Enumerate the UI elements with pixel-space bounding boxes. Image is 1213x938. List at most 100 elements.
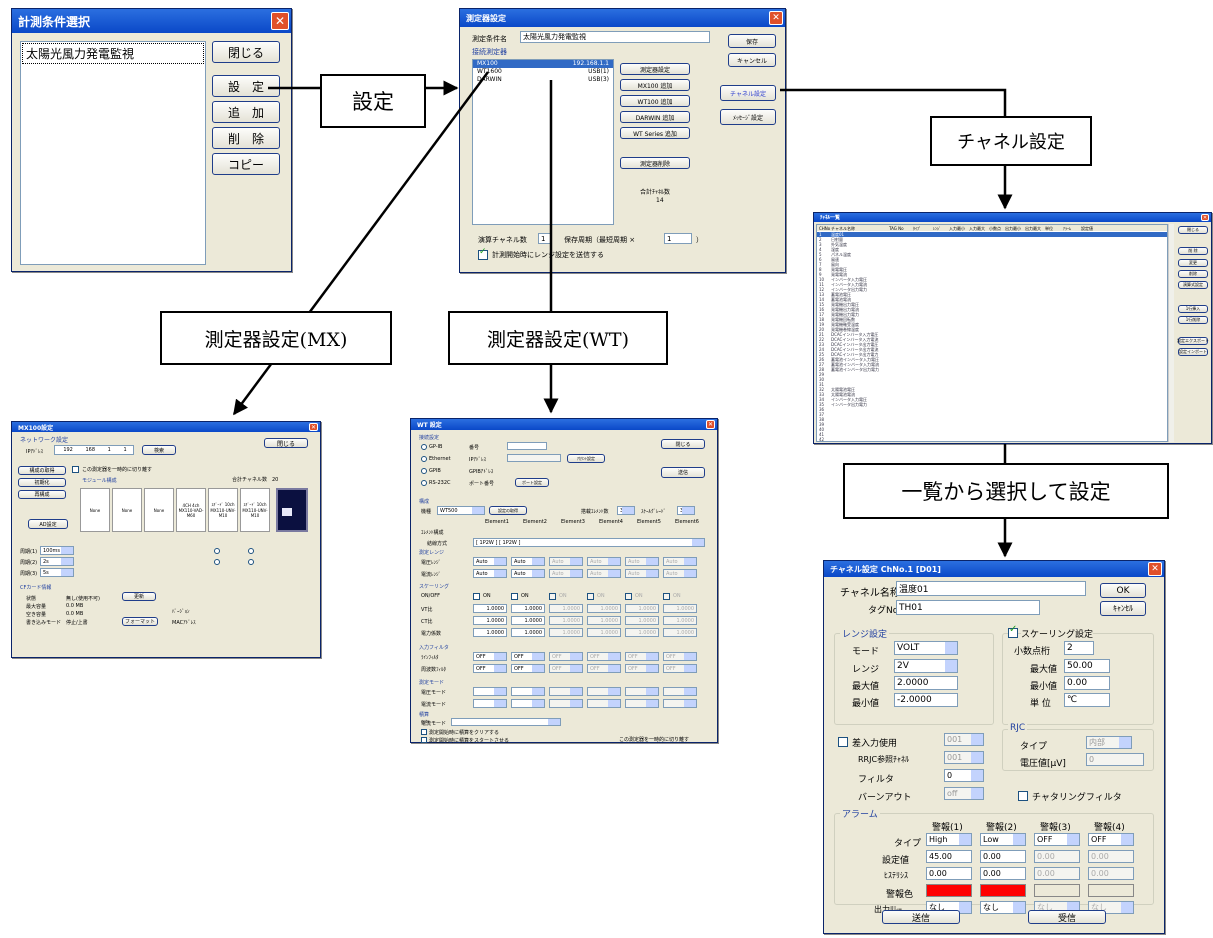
export-button[interactable]: 設定エクスポート [1177, 337, 1209, 345]
grid-select[interactable]: Auto [473, 557, 507, 566]
start-integ-checkbox[interactable] [421, 737, 427, 743]
gpib2-radio[interactable] [421, 468, 427, 474]
module-slot[interactable]: ｽｷﾞｰﾄﾞ 10ch MX110-UNV-M10 [208, 488, 238, 532]
grid-select[interactable]: OFF [587, 652, 621, 661]
rrjc-select[interactable]: 001 [944, 751, 984, 764]
alarm-color-swatch[interactable] [926, 884, 972, 897]
element-count-select[interactable]: 3 [617, 506, 635, 515]
save-button[interactable]: 保存 [728, 34, 776, 48]
rs232c-radio[interactable] [421, 480, 427, 486]
grid-select[interactable]: Auto [663, 557, 697, 566]
send-button[interactable]: 送信 [661, 467, 705, 478]
grid-select[interactable]: Auto [587, 557, 621, 566]
grid-select[interactable] [663, 687, 697, 696]
alarm-hys-field[interactable]: 0.00 [1088, 867, 1134, 880]
table-row[interactable]: 29 [817, 372, 1167, 377]
cancel-button[interactable]: キャンセル [728, 53, 776, 67]
module-radio[interactable] [214, 559, 220, 565]
alarm-set-field[interactable]: 0.00 [1034, 850, 1080, 863]
table-row[interactable]: 41 [817, 432, 1167, 437]
grid-select[interactable]: OFF [511, 664, 545, 673]
period3-select[interactable]: 5s [40, 568, 74, 577]
close-icon[interactable]: ✕ [706, 420, 715, 429]
alarm-type-select[interactable]: High [926, 833, 972, 846]
scrollbar[interactable] [1168, 224, 1174, 442]
format-button[interactable]: フォーマット [122, 617, 158, 626]
grid-select[interactable]: OFF [587, 664, 621, 673]
grid-select[interactable]: Auto [511, 557, 545, 566]
ethernet-radio[interactable] [421, 456, 427, 462]
close-button[interactable]: 閉じる [212, 41, 280, 63]
model-select[interactable]: WT500 [437, 506, 485, 515]
get-settings-button[interactable]: 設定の取得 [489, 506, 527, 515]
gpib-radio[interactable] [421, 444, 427, 450]
close-icon[interactable]: ✕ [769, 11, 783, 25]
unit-field[interactable]: ℃ [1064, 693, 1110, 707]
ratio-field[interactable]: 1.0000 [625, 616, 659, 625]
ratio-field[interactable]: 1.0000 [473, 604, 507, 613]
diff-input-select[interactable]: 001 [944, 733, 984, 746]
grid-select[interactable]: Auto [549, 569, 583, 578]
ratio-field[interactable]: 1.0000 [587, 604, 621, 613]
module-slot[interactable]: ｽｷﾞｰﾄﾞ 10ch MX110-UNV-M10 [240, 488, 270, 532]
grid-select[interactable]: Auto [625, 569, 659, 578]
grid-select[interactable] [511, 687, 545, 696]
delete-row-button[interactable]: 1行削除 [1178, 316, 1208, 324]
alarm-color-swatch[interactable] [1088, 884, 1134, 897]
grid-select[interactable]: OFF [625, 664, 659, 673]
burnout-select[interactable]: off [944, 787, 984, 800]
decimal-field[interactable]: 2 [1064, 641, 1094, 655]
alarm-color-swatch[interactable] [980, 884, 1026, 897]
close-icon[interactable]: ✕ [309, 423, 318, 431]
module-slot[interactable]: None [80, 488, 110, 532]
message-settings-button[interactable]: ﾒｯｾｰｼﾞ設定 [720, 109, 776, 125]
ratio-field[interactable]: 1.0000 [549, 604, 583, 613]
wiring-select[interactable]: [ 1P2W ] [ 1P2W ] [473, 538, 705, 547]
grid-select[interactable] [473, 687, 507, 696]
search-button[interactable]: 検索 [142, 445, 176, 455]
module-radio[interactable] [248, 559, 254, 565]
on-checkbox[interactable] [625, 593, 632, 600]
close-button[interactable]: 閉じる [1178, 226, 1208, 234]
add-button[interactable]: 追 加 [212, 101, 280, 123]
ratio-field[interactable]: 1.0000 [549, 616, 583, 625]
ratio-field[interactable]: 1.0000 [663, 616, 697, 625]
settings-button[interactable]: 設 定 [212, 75, 280, 97]
reconfig-button[interactable]: 再構成 [18, 490, 66, 499]
mode-select[interactable]: VOLT [894, 641, 958, 655]
alarm-type-select[interactable]: OFF [1088, 833, 1134, 846]
grid-select[interactable] [625, 687, 659, 696]
table-row[interactable]: 40 [817, 427, 1167, 432]
grid-select[interactable]: OFF [625, 652, 659, 661]
calc-channels-field[interactable]: 1 [538, 233, 552, 244]
close-button[interactable]: 閉じる [264, 438, 308, 448]
alarm-hys-field[interactable]: 0.00 [1034, 867, 1080, 880]
grid-select[interactable]: Auto [625, 557, 659, 566]
delete-button[interactable]: 削 除 [1178, 247, 1208, 255]
grid-select[interactable] [587, 699, 621, 708]
table-row[interactable]: 39 [817, 422, 1167, 427]
diff-input-checkbox[interactable] [838, 737, 848, 747]
detach-checkbox[interactable] [72, 466, 79, 473]
ok-button[interactable]: OK [1100, 583, 1146, 598]
ip-field[interactable] [507, 454, 561, 462]
list-item[interactable]: 太陽光風力発電監視 [22, 43, 204, 64]
copy-button[interactable]: コピー [212, 153, 280, 175]
